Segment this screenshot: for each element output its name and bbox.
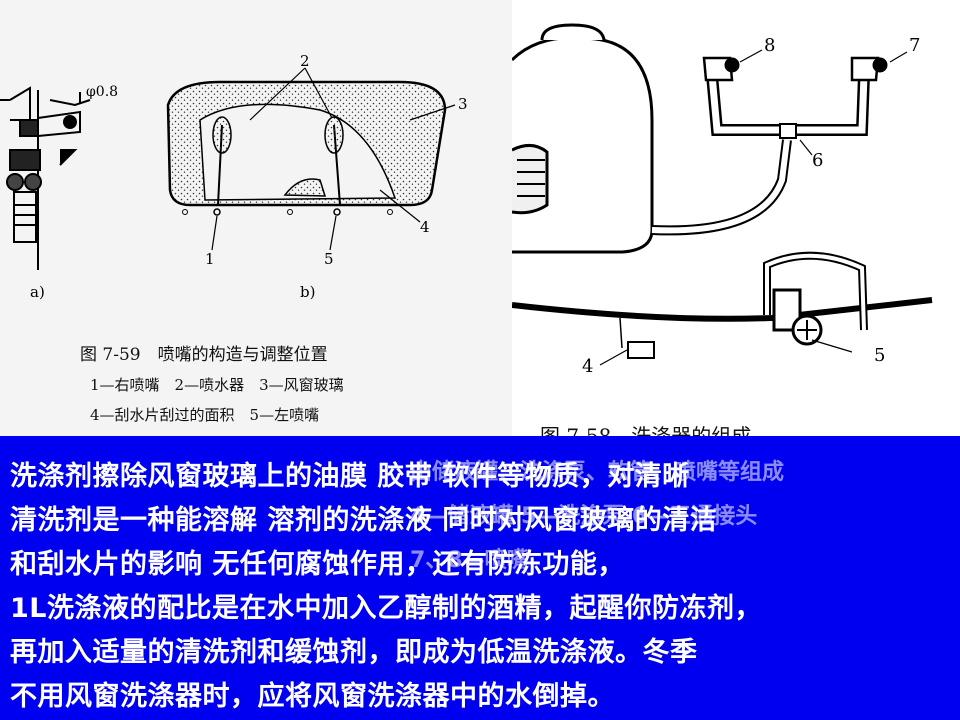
figure-7-59: φ0.8 2 3 4 1 5 a) b) 图 7-59 喷嘴的构造与调整位置 1… xyxy=(0,0,512,440)
fig58-label-5: 5 xyxy=(874,345,886,366)
fig59-label-4: 4 xyxy=(420,218,430,236)
sub-label-a: a) xyxy=(30,283,45,301)
body-line-3: 和刮水片的影响 无任何腐蚀作用，还有防冻功能， xyxy=(10,549,625,580)
windscreen-b xyxy=(166,67,456,251)
nozzle-section-a xyxy=(0,86,91,270)
fig58-label-6: 6 xyxy=(812,150,824,171)
body-line-4: 1L洗涤液的配比是在水中加入乙醇制的酒精，起醒你防冻剂， xyxy=(10,593,762,624)
ghost-line-3: 7、8—喷嘴 xyxy=(410,548,529,573)
fig59-legend-1: 1—右喷嘴 2—喷水器 3—风窗玻璃 xyxy=(90,376,344,394)
fig58-label-4: 4 xyxy=(582,356,594,377)
fig58-label-8: 8 xyxy=(764,35,776,56)
fig59-label-5: 5 xyxy=(324,250,334,268)
fig59-legend-2: 4—刮水片刮过的面积 5—左喷嘴 xyxy=(90,406,320,424)
ghost-line-1: 由储液罐、洗涤泵、软管、喷嘴等组成 xyxy=(410,460,785,485)
body-line-6: 不用风窗洗涤器时，应将风窗洗涤器中的水倒掉。 xyxy=(10,681,615,712)
ghost-line-2: 4—储液罐 5—洗涤泵 6—三通接头 xyxy=(410,504,758,529)
figure-7-58: 8 7 6 5 4 图 7-58 洗涤器的组成 xyxy=(512,0,960,448)
fig59-label-2: 2 xyxy=(300,52,310,70)
fig59-label-1: 1 xyxy=(205,250,215,268)
body-line-5: 再加入适量的清洗剂和缓蚀剂，即成为低温洗涤液。冬季 xyxy=(10,637,698,668)
fig59-caption: 图 7-59 喷嘴的构造与调整位置 xyxy=(80,345,328,365)
phi-label: φ0.8 xyxy=(86,84,119,100)
body-line-1: 洗涤剂擦除风窗玻璃上的油膜 胶带 软件等物质，对清晰 xyxy=(10,461,690,492)
fig59-label-3: 3 xyxy=(458,95,468,113)
sub-label-b: b) xyxy=(300,283,316,301)
nozzle-diagram xyxy=(0,67,456,270)
washer-system-diagram xyxy=(512,23,933,366)
body-line-2: 清洗剂是一种能溶解 溶剂的洗涤液 同时对风窗玻璃的清洁 xyxy=(10,505,718,536)
text-panel: 由储液罐、洗涤泵、软管、喷嘴等组成 4—储液罐 5—洗涤泵 6—三通接头 7、8… xyxy=(0,436,960,720)
fig58-label-7: 7 xyxy=(909,35,921,56)
